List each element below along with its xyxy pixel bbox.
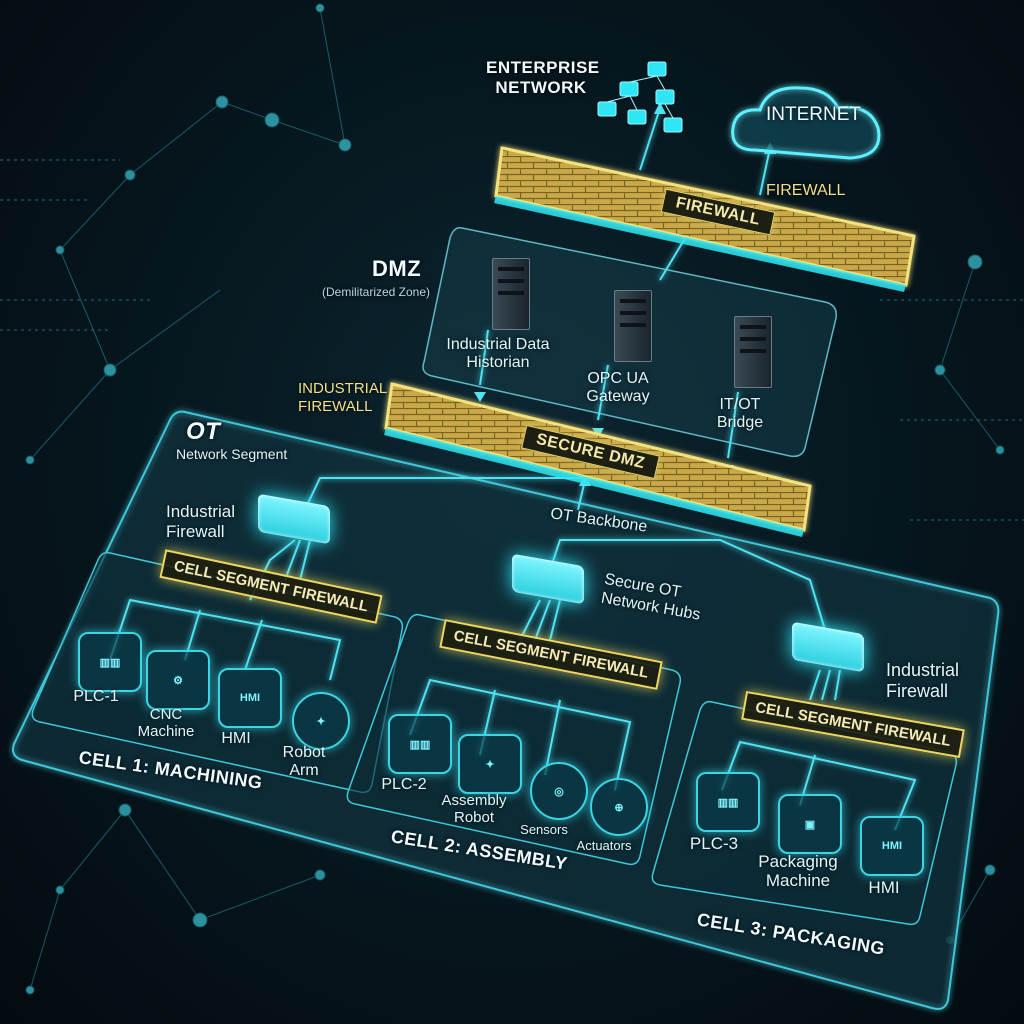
historian-label: Industrial Data Historian <box>446 336 550 371</box>
ot-title: OT <box>186 418 221 445</box>
dmz-title: DMZ <box>372 256 422 281</box>
packaging-icon[interactable]: ▣ <box>778 794 842 854</box>
cnc-icon[interactable]: ⚙ <box>146 650 210 710</box>
hmi-3-label: HMI <box>868 878 900 897</box>
firewall-side-label: FIREWALL <box>766 182 846 199</box>
enterprise-network-label: ENTERPRISE NETWORK <box>486 58 600 97</box>
plc-2-label: PLC-2 <box>381 776 427 793</box>
hmi-1-label: HMI <box>221 730 251 747</box>
industrial-firewall-label: INDUSTRIAL FIREWALL <box>298 380 387 415</box>
robot-icon[interactable]: ✦ <box>458 734 522 794</box>
hmi-icon[interactable]: HMI <box>218 668 282 728</box>
sensors-label: Sensors <box>520 822 568 837</box>
it-ot-bridge-label: IT/OT Bridge <box>716 396 764 431</box>
internet-label: INTERNET <box>766 104 861 125</box>
industrial-firewall-left-label: Industrial Firewall <box>166 502 235 541</box>
sensor-icon[interactable]: ◎ <box>530 762 588 820</box>
plc-icon[interactable]: ▥▥ <box>696 772 760 832</box>
plc-3-label: PLC-3 <box>689 834 739 853</box>
plc-icon[interactable]: ▥▥ <box>388 714 452 774</box>
historian-server-icon <box>492 258 530 330</box>
robot-arm-icon[interactable]: ✦ <box>292 692 350 750</box>
actuator-icon[interactable]: ⊕ <box>590 778 648 836</box>
packaging-machine-label: Packaging Machine <box>758 852 838 890</box>
background-code-lines <box>0 159 1024 521</box>
assembly-robot-label: Assembly Robot <box>441 792 507 826</box>
it-ot-bridge-server-icon <box>734 316 772 388</box>
hmi-icon[interactable]: HMI <box>860 816 924 876</box>
internet-cloud <box>731 86 881 160</box>
industrial-firewall-right-label: Industrial Firewall <box>886 660 960 701</box>
plc-1-label: PLC-1 <box>73 688 119 705</box>
background-network <box>25 3 1005 995</box>
opc-ua-label: OPC UA Gateway <box>586 370 650 405</box>
robot-arm-label: Robot Arm <box>282 744 326 779</box>
cnc-machine-label: CNC Machine <box>137 706 195 740</box>
dmz-subtitle: (Demilitarized Zone) <box>322 285 431 299</box>
ot-subtitle: Network Segment <box>176 446 288 462</box>
enterprise-network-icon <box>597 61 683 133</box>
actuators-label: Actuators <box>576 838 632 853</box>
opc-ua-server-icon <box>614 290 652 362</box>
plc-icon[interactable]: ▥▥ <box>78 632 142 692</box>
